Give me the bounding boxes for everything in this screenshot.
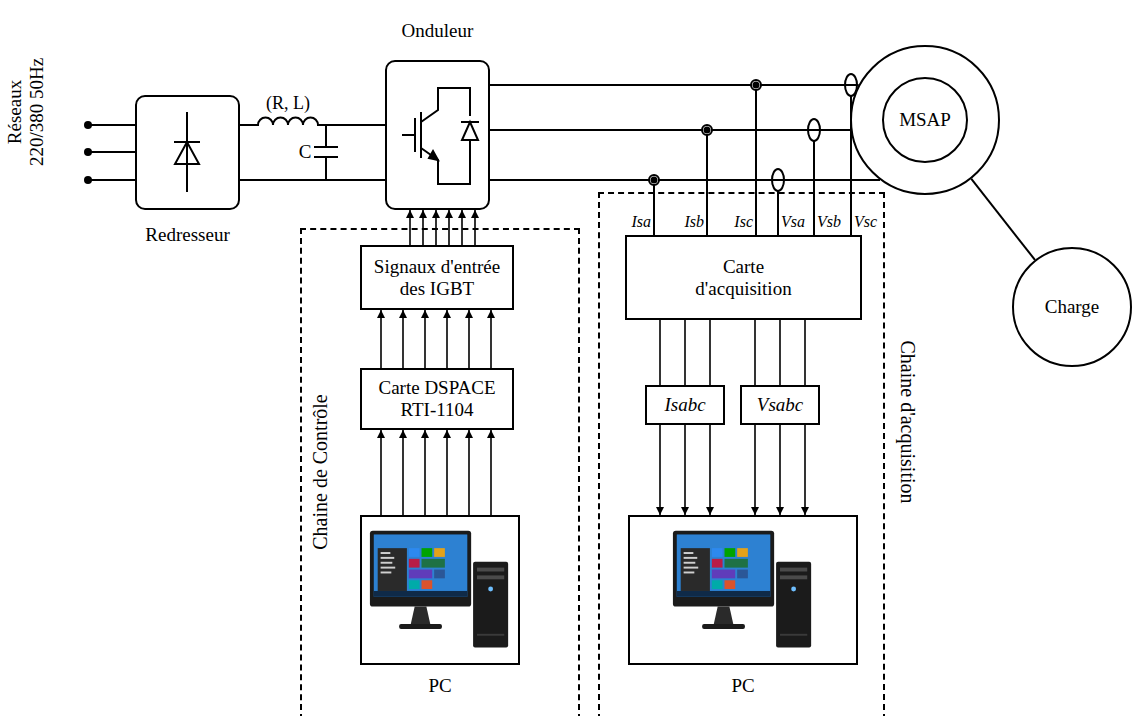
pc-box: PC: [628, 515, 858, 665]
signal-arrow: [490, 430, 492, 515]
igbt-signal-box: Signaux d'entrée des IGBT: [360, 245, 514, 310]
power-wire: [490, 129, 851, 131]
power-wire: [971, 179, 1035, 260]
signal-arrow: [684, 425, 686, 515]
region-title: Chaine d'acquisition: [896, 340, 919, 503]
pc-illustration: [370, 531, 508, 648]
signal-name: Isb: [684, 213, 704, 231]
signal-arrow: [402, 430, 404, 515]
voltage-tap-dots: [649, 80, 761, 235]
igbt-symbol: [402, 88, 479, 184]
node-label: Vsabc: [757, 394, 803, 416]
capacitor-symbol: [314, 125, 338, 180]
current-signal-box: Isabc: [645, 385, 725, 425]
signal-arrow: [709, 425, 711, 515]
pc-illustration: [673, 531, 811, 648]
grid-terminals: [84, 121, 136, 184]
pc-box: PC: [360, 515, 520, 665]
signal-arrow: [490, 310, 492, 368]
signal-arrow: [754, 425, 756, 515]
signal-arrow: [468, 310, 470, 368]
signal-arrow: [380, 310, 382, 368]
supply-label: Réseaux 220/380 50Hz: [4, 50, 48, 175]
region-title: Chaine de Contrôle: [309, 394, 332, 550]
signal-arrow: [709, 320, 711, 385]
control-chain-region: Chaine de Contrôle Signaux d'entrée des I…: [300, 228, 580, 716]
outer-circle: [1013, 248, 1131, 366]
acquisition-card-box: Carte d'acquisition: [625, 235, 862, 320]
signal-arrow: [684, 320, 686, 385]
signal-arrow: [659, 320, 661, 385]
power-wire: [490, 179, 880, 181]
rectifier-box: Redresseur: [135, 95, 240, 210]
power-wire: [240, 118, 385, 125]
signal-arrow: [779, 320, 781, 385]
signal-name: Vsc: [854, 213, 877, 231]
power-wire: [240, 179, 385, 181]
signal-arrow: [804, 320, 806, 385]
node-label: Carte DSPACE RTI-1104: [369, 377, 505, 421]
signal-name: Vsa: [781, 213, 805, 231]
node-label: Carte d'acquisition: [674, 256, 814, 300]
dspace-card-box: Carte DSPACE RTI-1104: [360, 368, 514, 430]
signal-arrow: [779, 425, 781, 515]
node-label: Isabc: [664, 394, 705, 416]
node-label: PC: [428, 675, 451, 697]
node-label: PC: [731, 675, 754, 697]
load-circle: Charge: [1012, 247, 1132, 367]
node-label: MSAP: [899, 109, 951, 131]
rotor-circle: [883, 78, 967, 162]
signal-arrow: [446, 310, 448, 368]
current-sensor-rings: [772, 74, 857, 235]
inverter-box: Onduleur: [385, 60, 490, 210]
diode-symbol: [174, 112, 200, 192]
signal-arrow: [754, 320, 756, 385]
signal-arrow: [380, 430, 382, 515]
motor-circle: MSAP: [850, 45, 1000, 195]
signal-arrow: [468, 430, 470, 515]
outer-circle: [851, 46, 999, 194]
component-label: C: [299, 141, 312, 163]
voltage-signal-box: Vsabc: [740, 385, 820, 425]
edge-label: (R, L): [266, 93, 310, 114]
signal-arrow: [804, 425, 806, 515]
signal-name: Isa: [631, 213, 651, 231]
signal-arrow: [402, 310, 404, 368]
signal-arrow: [424, 310, 426, 368]
node-label: Onduleur: [402, 20, 474, 42]
signal-arrow: [446, 430, 448, 515]
power-wire: [490, 84, 859, 86]
signal-name: Vsb: [817, 213, 841, 231]
node-label: Redresseur: [145, 224, 229, 246]
signal-name: Isc: [734, 213, 753, 231]
node-label: Charge: [1045, 296, 1100, 318]
acquisition-chain-region: Chaine d'acquisitionCarte d'acquisitionI…: [598, 192, 885, 716]
node-label: Signaux d'entrée des IGBT: [369, 256, 505, 300]
signal-arrow: [424, 430, 426, 515]
signal-arrow: [659, 425, 661, 515]
